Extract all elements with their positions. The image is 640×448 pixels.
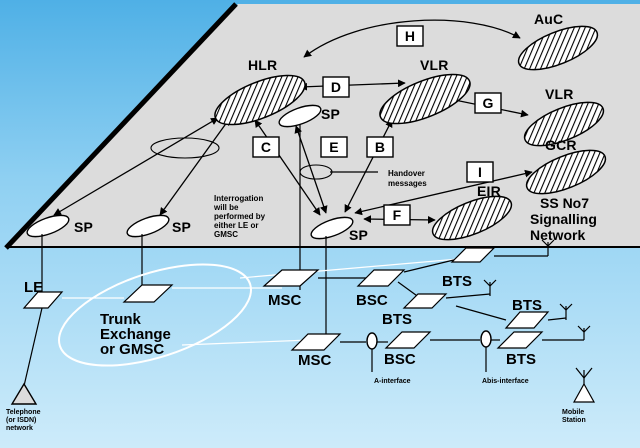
msc-top-label: MSC bbox=[268, 292, 302, 309]
le-exchange bbox=[22, 291, 64, 309]
interrogation-note-line3: performed by bbox=[214, 212, 266, 221]
sp-left2-node bbox=[126, 214, 170, 238]
bsc-bottom-node bbox=[384, 331, 432, 349]
network-label-line3: Network bbox=[530, 227, 585, 243]
sp-center-node bbox=[310, 216, 354, 240]
trunk-label-line1: Trunk bbox=[100, 311, 141, 328]
sp-left1-label: SP bbox=[74, 219, 93, 235]
bts2-label: BTS bbox=[382, 311, 412, 328]
vertical-links bbox=[41, 124, 327, 342]
bsc-bottom-label: BSC bbox=[384, 351, 416, 368]
interrogation-note-line5: GMSC bbox=[214, 230, 238, 239]
eir-label: EIR bbox=[477, 183, 501, 199]
msc-top-node bbox=[262, 269, 320, 287]
interrogation-ring bbox=[150, 137, 220, 159]
bts4-node bbox=[496, 331, 544, 349]
ground-layer bbox=[10, 239, 596, 405]
interface-d: D bbox=[331, 79, 341, 95]
sp-top-node bbox=[278, 104, 322, 128]
bts3-node bbox=[504, 311, 550, 329]
interface-f: F bbox=[393, 207, 402, 223]
msc-bottom-label: MSC bbox=[298, 352, 332, 369]
interrogation-note-line4: either LE or bbox=[214, 221, 258, 230]
interrogation-note-line1: Interrogation bbox=[214, 194, 263, 203]
eir-database bbox=[431, 195, 513, 241]
bts1-label: BTS bbox=[442, 273, 472, 290]
hlr-database bbox=[214, 74, 306, 126]
handover-note-line1: Handover bbox=[388, 169, 425, 178]
mobile-label-line2: Station bbox=[562, 417, 586, 424]
interface-g: G bbox=[482, 95, 493, 111]
bts2-node bbox=[402, 293, 448, 309]
interface-h: H bbox=[405, 28, 415, 44]
trunk-label-line2: Exchange bbox=[100, 326, 171, 343]
mobile-station-icon bbox=[572, 367, 596, 403]
interface-e: E bbox=[329, 139, 339, 155]
sp-left1-node bbox=[26, 214, 70, 238]
sp-top-label: SP bbox=[321, 106, 340, 122]
bts3-label: BTS bbox=[512, 297, 542, 314]
trunk-exchange-ring bbox=[58, 263, 252, 367]
bsc-top-node bbox=[356, 269, 406, 287]
telephone-label-line1: Telephone bbox=[6, 409, 41, 416]
mobile-label-line1: Mobile bbox=[562, 409, 584, 416]
bts1-node bbox=[450, 247, 496, 263]
gcr-label: GCR bbox=[545, 137, 577, 153]
sp-left2-label: SP bbox=[172, 219, 191, 235]
vlr2-label: VLR bbox=[545, 86, 574, 102]
abis-interface-ring bbox=[480, 330, 492, 348]
network-label-line2: Signalling bbox=[530, 211, 597, 227]
interface-boxes: H D G C E B I F bbox=[252, 25, 502, 226]
telephone-label-line3: network bbox=[6, 425, 33, 432]
auc-label: AuC bbox=[534, 11, 563, 27]
vlr-database bbox=[379, 73, 471, 125]
vlr-label: VLR bbox=[420, 57, 449, 73]
bsc-top-label: BSC bbox=[356, 292, 388, 309]
handover-note-line2: messages bbox=[388, 179, 427, 188]
interrogation-note-line2: will be bbox=[213, 203, 239, 212]
telephone-icon bbox=[10, 382, 38, 405]
a-interface-ring bbox=[366, 332, 378, 350]
interface-b: B bbox=[375, 139, 385, 155]
msc-bottom-node bbox=[290, 333, 342, 351]
interface-c: C bbox=[261, 139, 271, 155]
trunk-exchange-node bbox=[122, 284, 174, 303]
a-interface-label: A-interface bbox=[374, 378, 411, 385]
trunk-label-line3: or GMSC bbox=[100, 341, 164, 358]
bts4-label: BTS bbox=[506, 351, 536, 368]
abis-interface-label: Abis-interface bbox=[482, 378, 529, 385]
sp-center-label: SP bbox=[349, 227, 368, 243]
le-label: LE bbox=[24, 279, 43, 296]
auc-database bbox=[517, 25, 599, 71]
telephone-label-line2: (or ISDN) bbox=[6, 417, 36, 424]
network-label-line1: SS No7 bbox=[540, 195, 589, 211]
interface-i: I bbox=[478, 164, 482, 180]
vlr2-database bbox=[523, 101, 605, 147]
gcr-database bbox=[525, 149, 607, 195]
hlr-label: HLR bbox=[248, 57, 277, 73]
